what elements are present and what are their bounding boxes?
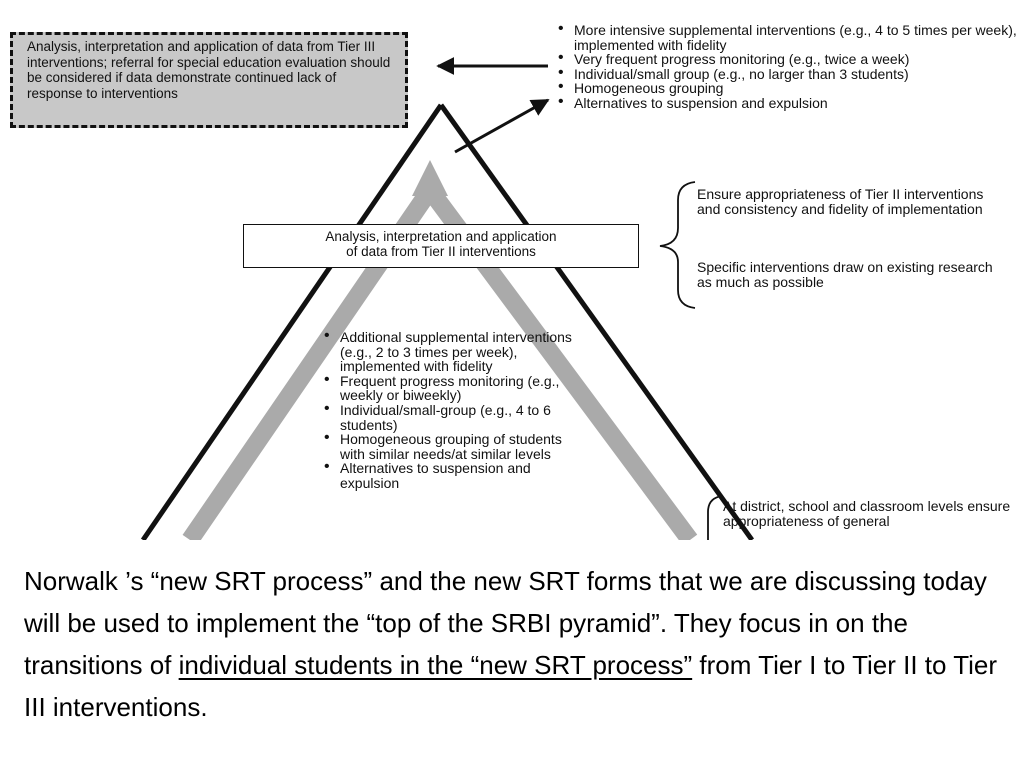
pyramid-outline [140, 103, 755, 540]
list-item: Homogeneous grouping of students with si… [322, 431, 582, 461]
list-item: Frequent progress monitoring (e.g., week… [322, 373, 582, 403]
arrow-to-tier3-bullets [454, 98, 550, 154]
list-item: Homogeneous grouping [556, 80, 1024, 96]
tier3-analysis-box: Analysis, interpretation and application… [10, 32, 408, 128]
caption-underlined: individual students in the “new SRT proc… [178, 650, 693, 680]
list-item: More intensive supplemental intervention… [556, 22, 1024, 52]
tier2-box-line-2: of data from Tier II interventions [346, 244, 536, 259]
pyramid-graphic [140, 57, 755, 540]
list-item: Individual/small group (e.g., no larger … [556, 66, 1024, 82]
tier3-interventions-list: More intensive supplemental intervention… [556, 22, 1024, 111]
srbi-pyramid-diagram: Analysis, interpretation and application… [0, 0, 1024, 540]
tier2-note-fidelity: Ensure appropriateness of Tier II interv… [697, 186, 984, 217]
brace-tier1 [707, 495, 723, 540]
list-item: Alternatives to suspension and expulsion [322, 460, 582, 490]
list-item: Alternatives to suspension and expulsion [556, 95, 1024, 111]
tier2-note-research: Specific interventions draw on existing … [697, 259, 993, 290]
brace-tier2 [659, 181, 696, 309]
grey-progress-arrows [182, 160, 698, 540]
caption-part-2: from Tier I to Tier II to Tier III inter… [24, 650, 998, 722]
tier2-box-line-1: Analysis, interpretation and application [325, 229, 557, 244]
tier1-note: At district, school and classroom levels… [723, 498, 1011, 529]
list-item: Very frequent progress monitoring (e.g.,… [556, 51, 1024, 67]
list-item: Additional supplemental interventions (e… [322, 329, 582, 374]
tier2-interventions-list: Additional supplemental interventions (e… [322, 329, 582, 491]
caption-part-1: Norwalk ’s “new SRT process” and the new… [24, 566, 987, 680]
slide-caption: Norwalk ’s “new SRT process” and the new… [24, 560, 1009, 728]
list-item: Individual/small-group (e.g., 4 to 6 stu… [322, 402, 582, 432]
tier2-analysis-box: Analysis, interpretation and application… [243, 224, 639, 268]
